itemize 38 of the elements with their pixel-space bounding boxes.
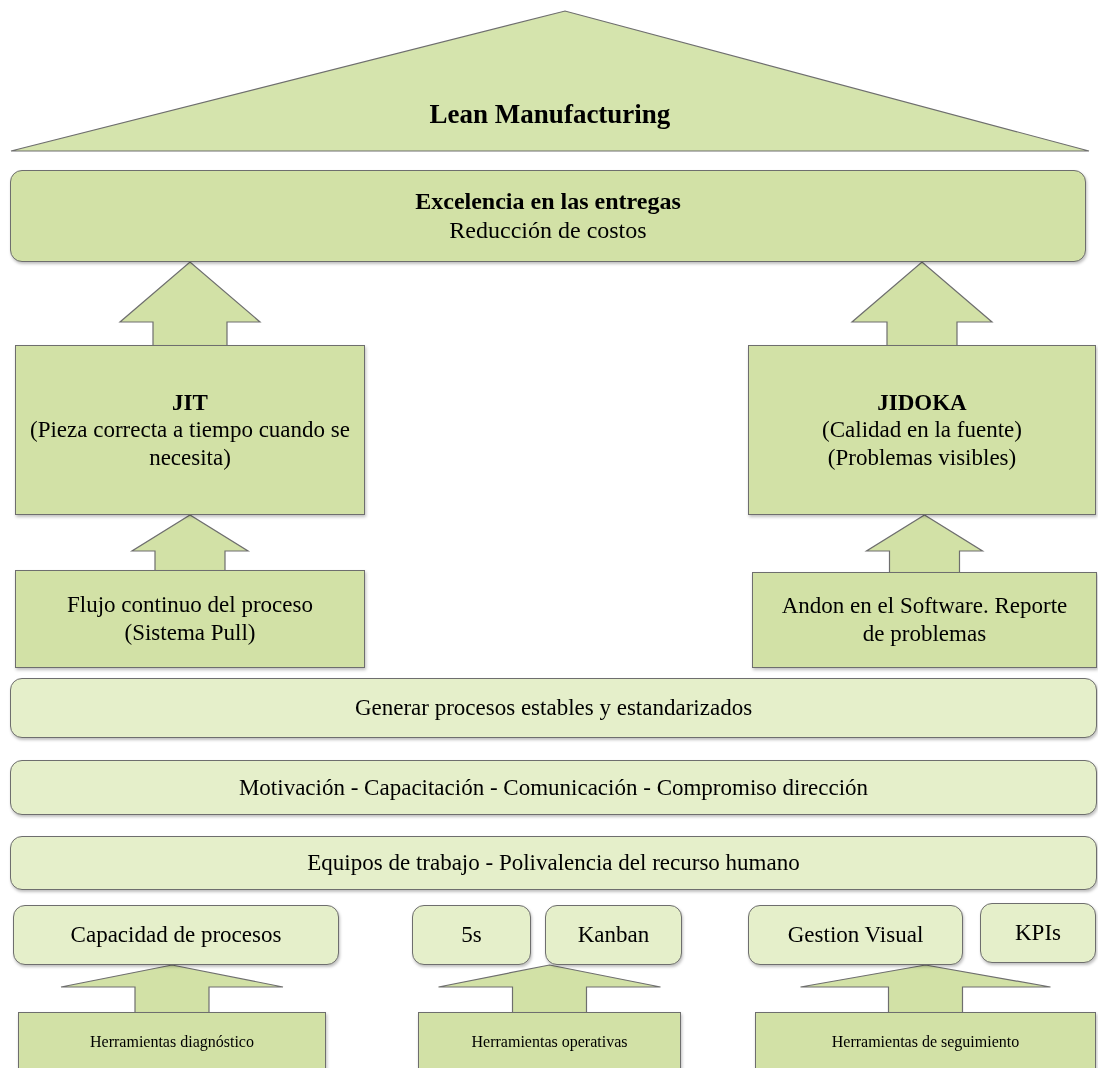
block-arrow [850,261,994,347]
label-text: Herramientas diagnóstico [90,1032,254,1052]
rounded-box [13,905,339,965]
label-text: Andon en el Software. Reporte de problemas [780,592,1069,648]
block-arrow [437,964,662,1014]
label-text: Herramientas operativas [471,1032,628,1052]
rounded-box [10,678,1097,738]
label-text: Kanban [577,921,650,949]
rounded-box [748,905,963,965]
rounded-box [10,170,1086,262]
block-arrow [864,514,985,574]
heading: JIT [172,388,208,417]
heading: Lean Manufacturing [429,97,671,130]
roof-shape [10,10,1090,152]
label-text: KPIs [1015,919,1061,947]
rounded-box [10,836,1097,890]
rounded-box [10,760,1097,815]
label-text: Flujo continuo del proceso (Sistema Pull) [66,591,314,647]
label-text: (Calidad en la fuente) [822,416,1022,444]
heading: Excelencia en las entregas [415,187,681,216]
label-text: Equipos de trabajo - Polivalencia del recurso humano [307,849,800,877]
label-text: Motivación - Capacitación - Comunicación - Compromiso dirección [238,773,869,802]
rounded-box [412,905,531,965]
label-text: (Problemas visibles) [827,443,1017,472]
label-text: Herramientas de seguimiento [831,1032,1020,1052]
block-arrow [118,261,262,347]
label-text: Reducción de costos [449,216,647,245]
label-text: 5s [461,921,482,949]
label-text: Generar procesos estables y estandarizados [354,694,753,722]
label-text: Capacidad de procesos [70,921,282,949]
block-arrow [129,514,251,572]
rounded-box [545,905,682,965]
block-arrow [799,964,1052,1014]
label-text: Gestion Visual [787,921,924,949]
label-text: (Pieza correcta a tiempo cuando se necesita) [29,416,351,472]
rounded-box [980,903,1096,963]
heading: JIDOKA [877,388,967,417]
block-arrow [60,964,284,1014]
